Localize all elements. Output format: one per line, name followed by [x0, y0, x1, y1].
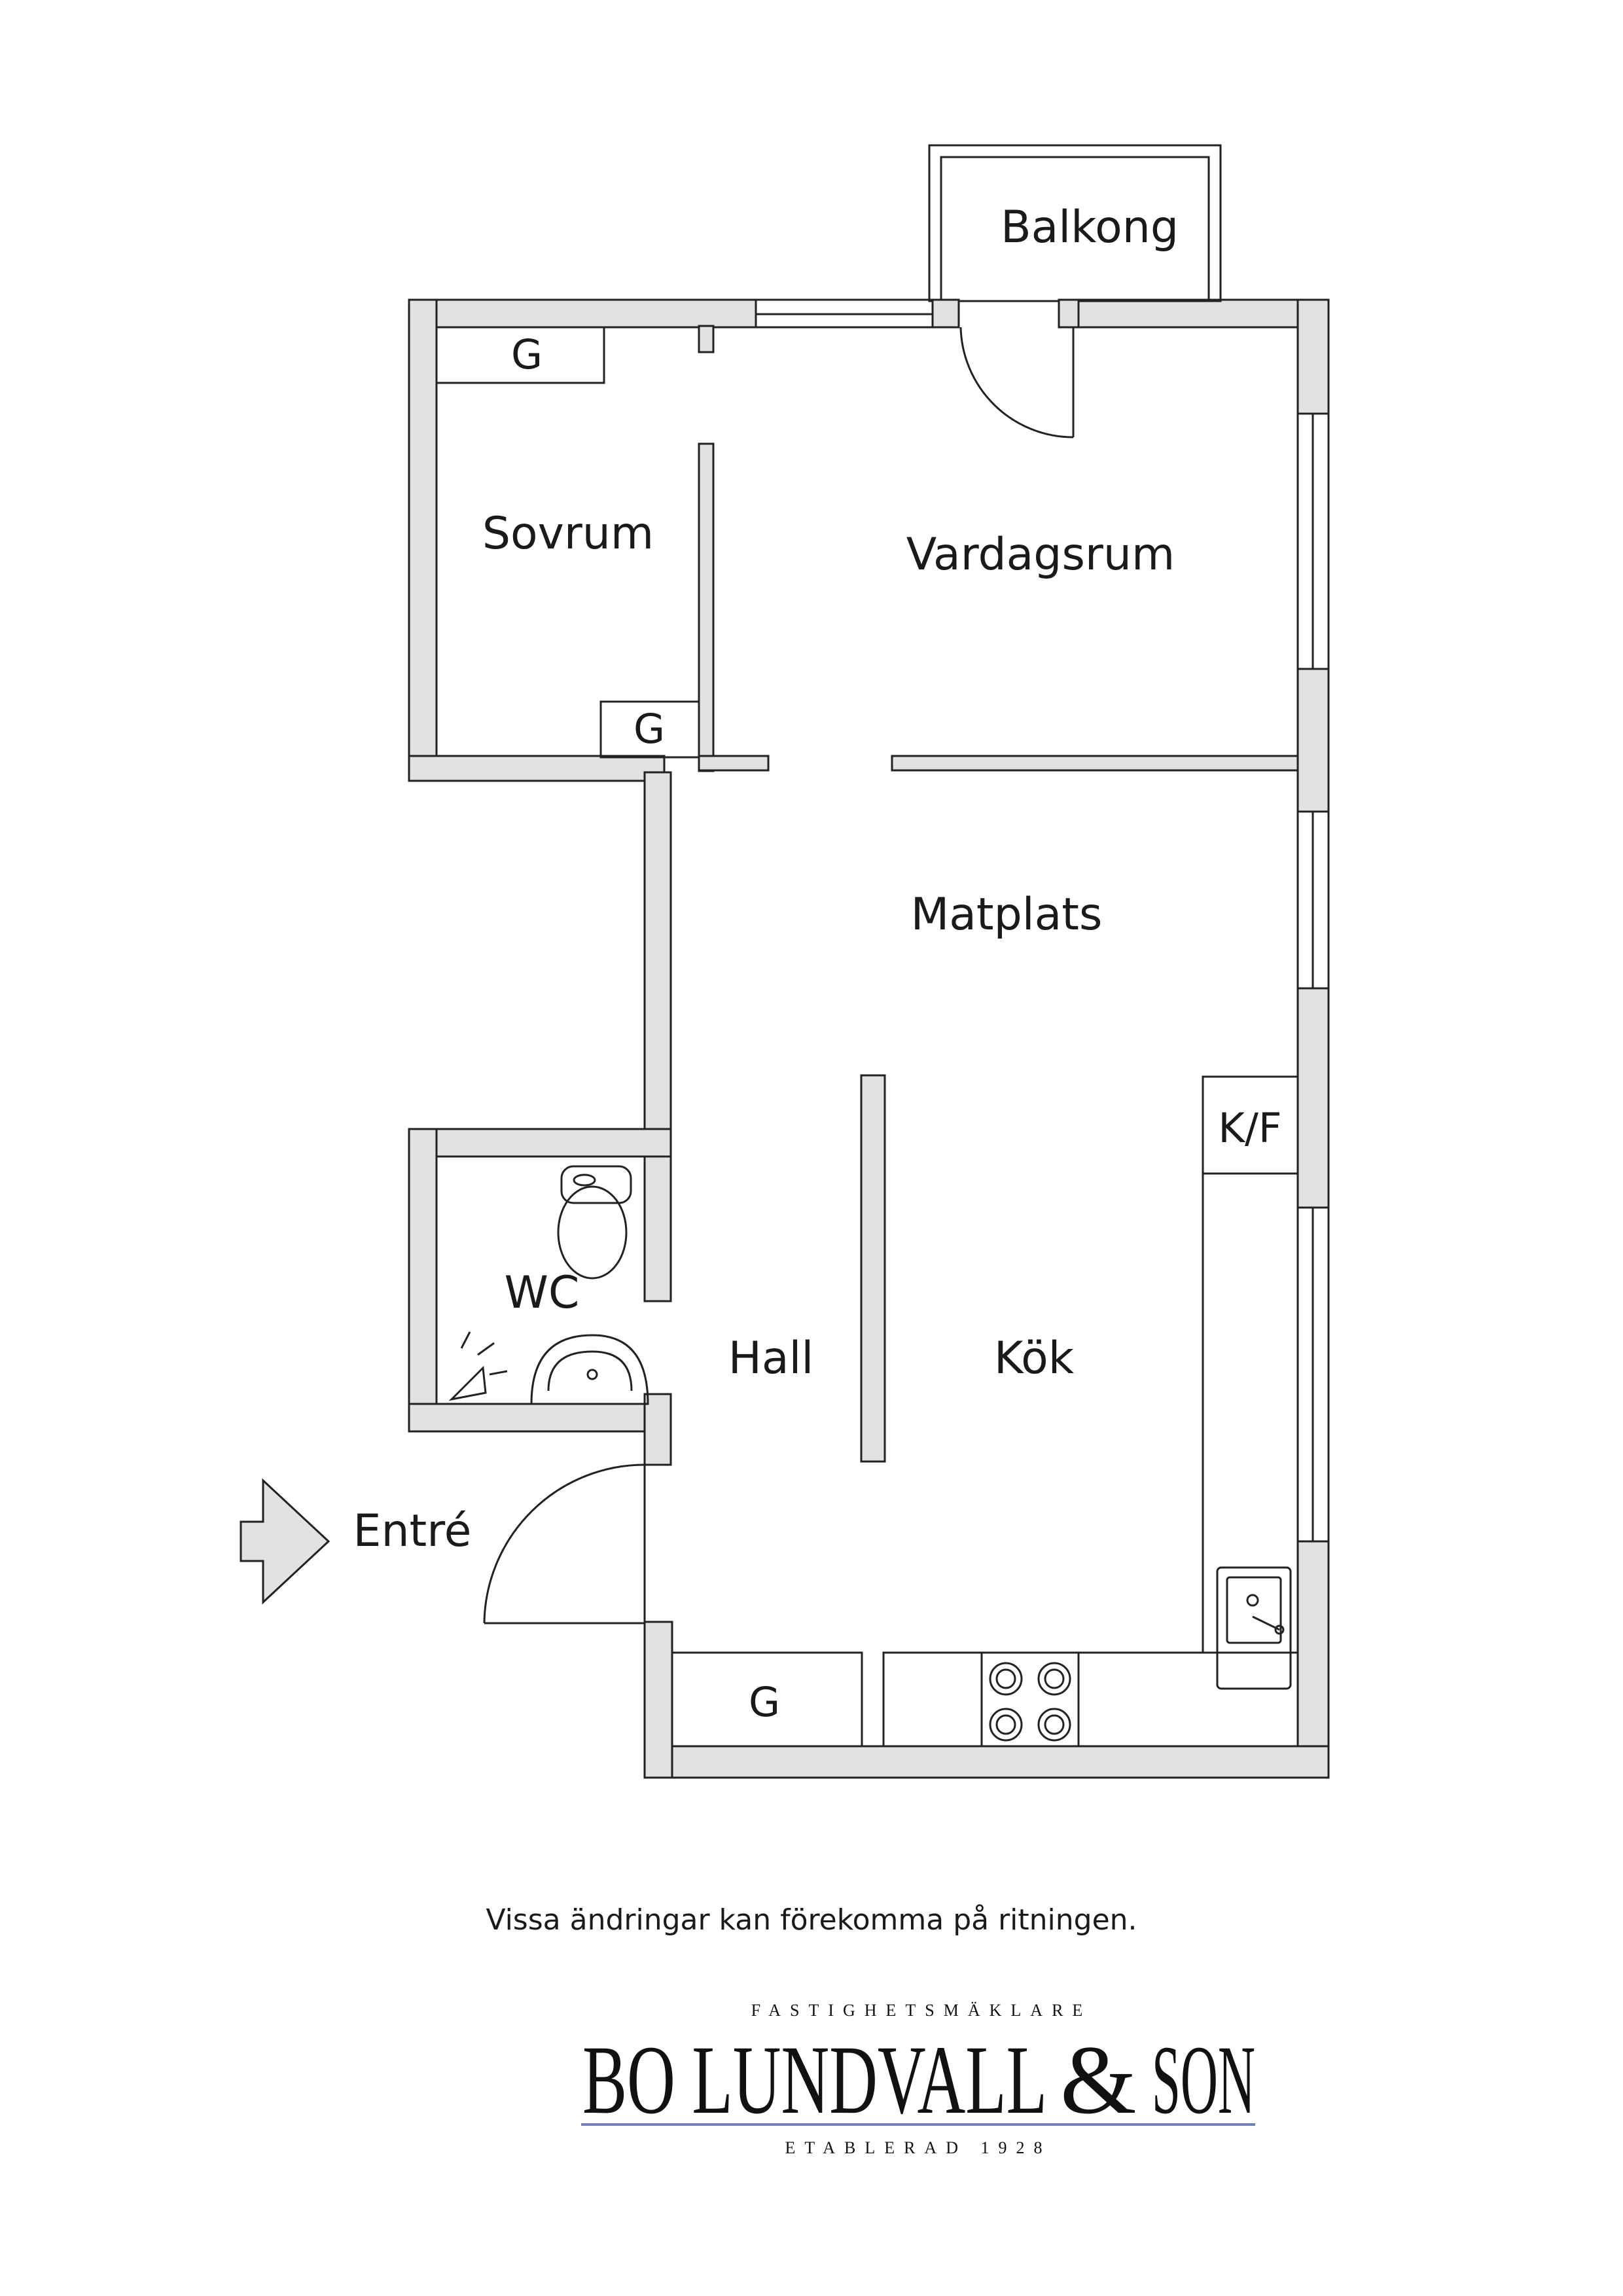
wall-bedroom-partition — [698, 442, 715, 772]
logo: FASTIGHETSMÄKLARE BO LUNDVALL & SON ETAB… — [581, 2001, 1255, 2157]
label-kitchen: Kök — [994, 1333, 1075, 1384]
wall-kitchen-divider — [860, 1074, 886, 1463]
wall-bedroom-left — [408, 298, 438, 782]
kitchen-counter — [882, 1174, 1299, 1748]
toilet-icon — [557, 1165, 632, 1280]
wall-living-bottom-left — [698, 755, 770, 772]
disclaimer-note: Vissa ändringar kan förekomma på ritning… — [486, 1903, 1137, 1937]
wc-sink-icon — [530, 1334, 649, 1405]
windows — [755, 298, 1330, 1543]
wall-top-left — [408, 298, 757, 329]
label-entrance: Entré — [353, 1505, 471, 1557]
label-wardrobe-bedroom-top: G — [511, 331, 543, 378]
label-fridge-freezer: K/F — [1218, 1104, 1281, 1152]
label-wardrobe-hall: G — [749, 1678, 780, 1726]
wall-bottom-left — [643, 1621, 673, 1779]
label-hall: Hall — [728, 1333, 814, 1384]
label-living-room: Vardagsrum — [906, 529, 1175, 581]
logo-ampersand: & — [1060, 2026, 1137, 2134]
wall-wc-top — [408, 1128, 672, 1158]
label-wc: WC — [505, 1267, 580, 1319]
wall-living-bottom-right — [891, 755, 1299, 772]
label-dining: Matplats — [911, 889, 1103, 941]
balcony-door — [931, 298, 1080, 439]
wall-wc-left — [408, 1128, 438, 1433]
wardrobe-bedroom-bottom — [599, 700, 700, 759]
label-wardrobe-bedroom-bottom: G — [633, 705, 665, 753]
wall-top-right — [1077, 298, 1330, 329]
entrance-door — [483, 1463, 646, 1624]
floor-drain-icon — [448, 1331, 508, 1401]
logo-tagline-bottom: ETABLERAD 1928 — [785, 2138, 1052, 2157]
wall-bottom — [643, 1745, 1330, 1779]
fridge-freezer — [1202, 1075, 1299, 1175]
wall-top-stub — [698, 325, 715, 353]
wall-wc-bottom — [408, 1403, 672, 1433]
logo-name-part1: BO LUNDVALL — [582, 2026, 1047, 2134]
kitchen-sink-icon — [1216, 1566, 1292, 1690]
wall-wc-right-stub — [643, 1393, 672, 1466]
wall-left-middle — [643, 771, 672, 1302]
logo-underline — [581, 2123, 1255, 2126]
wardrobe-hall — [671, 1651, 863, 1748]
stove-icon — [989, 1662, 1071, 1742]
wall-bedroom-bottom — [408, 755, 666, 782]
wardrobe-bedroom-top — [435, 326, 605, 384]
label-bedroom: Sovrum — [482, 508, 654, 560]
label-balcony: Balkong — [1001, 202, 1179, 253]
logo-tagline-top: FASTIGHETSMÄKLARE — [751, 2001, 1092, 2020]
entrance-arrow-icon — [240, 1478, 330, 1605]
logo-name-part2: SON — [1152, 2026, 1255, 2134]
wardrobes — [435, 326, 1299, 1748]
